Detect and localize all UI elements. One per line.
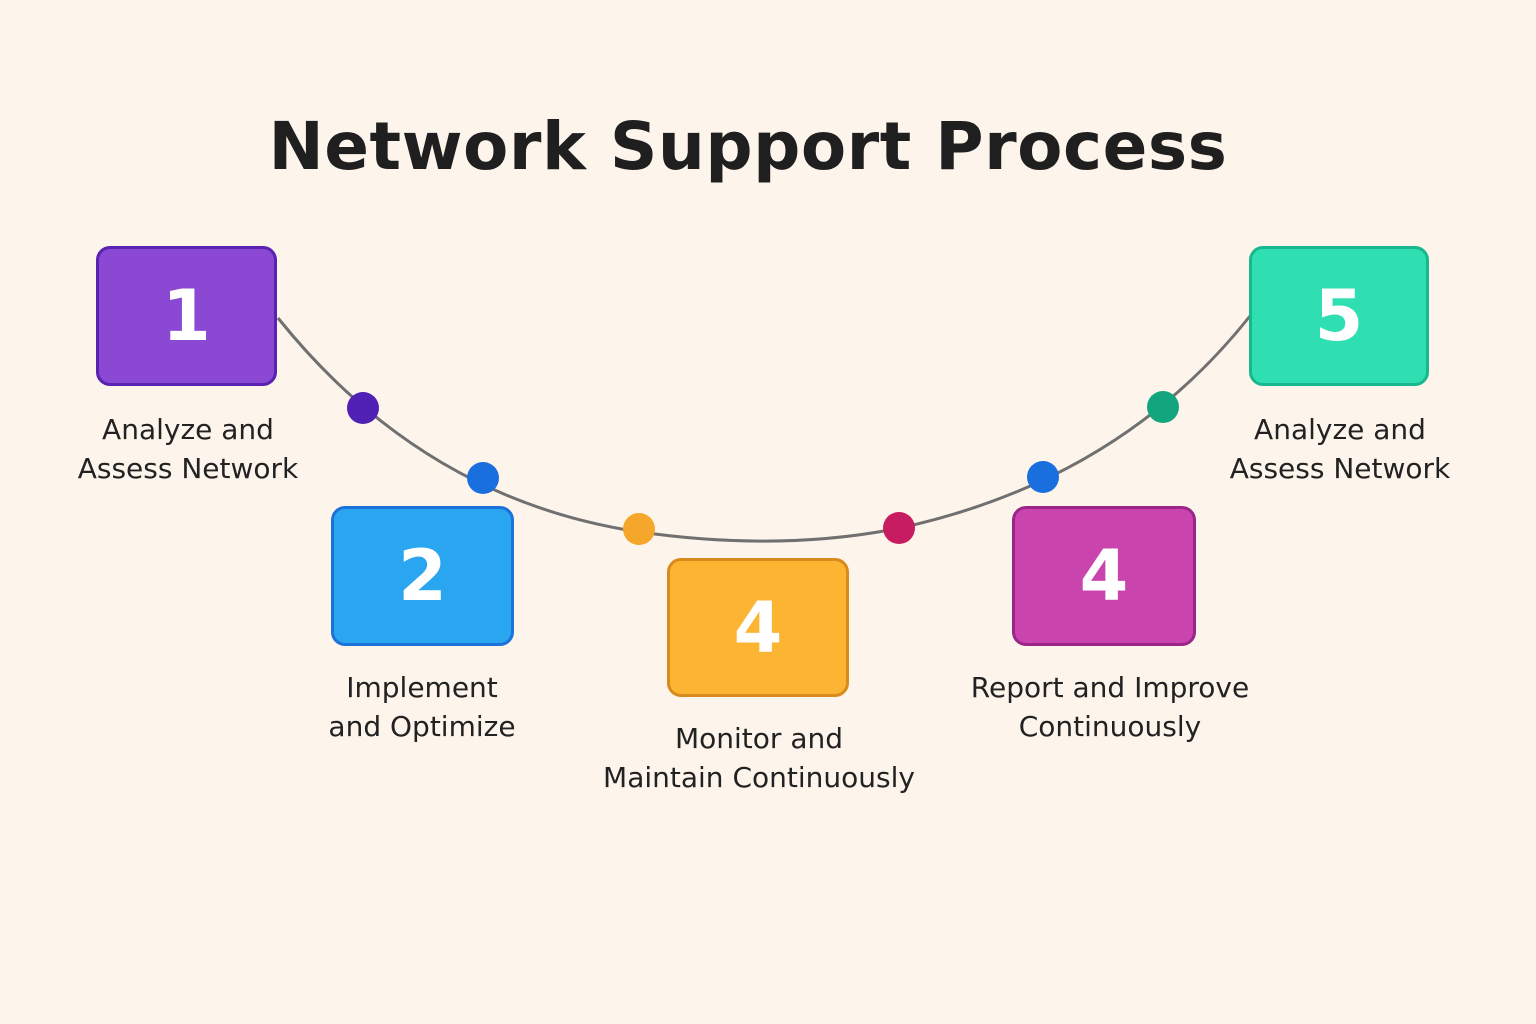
connector-dot: [1147, 391, 1179, 423]
step-5-label-line2: Assess Network: [1229, 452, 1451, 485]
step-4-number: 4: [1079, 535, 1129, 617]
connector-curve: [276, 315, 1252, 543]
connector-dot: [467, 462, 499, 494]
step-5-label-line1: Analyze and: [1254, 413, 1426, 446]
step-4-box: 4: [1012, 506, 1196, 646]
step-1-box: 1: [96, 246, 277, 386]
connector-dot: [883, 512, 915, 544]
connector-dot: [1027, 461, 1059, 493]
step-2-label-line2: and Optimize: [328, 710, 516, 743]
step-3-label-line2: Maintain Continuously: [603, 761, 915, 794]
step-3-label-line1: Monitor and: [674, 722, 843, 755]
step-2-label: Implement and Optimize: [328, 668, 515, 746]
step-3-label: Monitor and Maintain Continuously: [603, 719, 915, 797]
step-4-label: Report and Improve Continuously: [971, 668, 1249, 746]
diagram-title: Network Support Process: [268, 108, 1228, 185]
step-1-label: Analyze and Assess Network: [78, 410, 299, 488]
connector-dot: [347, 392, 379, 424]
step-5-label: Analyze and Assess Network: [1230, 410, 1451, 488]
step-3-box: 4: [667, 558, 849, 697]
step-4-label-line1: Report and Improve: [970, 671, 1250, 704]
step-1-label-line2: Assess Network: [77, 452, 299, 485]
step-5-box: 5: [1249, 246, 1429, 386]
step-1-number: 1: [162, 275, 211, 357]
step-2-box: 2: [331, 506, 514, 646]
connector-dot: [623, 513, 655, 545]
step-4-label-line2: Continuously: [1018, 710, 1202, 743]
step-2-number: 2: [398, 535, 447, 617]
step-3-number: 4: [733, 586, 783, 669]
step-2-label-line1: Implement: [346, 671, 498, 704]
step-5-number: 5: [1314, 275, 1364, 357]
step-1-label-line1: Analyze and: [102, 413, 274, 446]
